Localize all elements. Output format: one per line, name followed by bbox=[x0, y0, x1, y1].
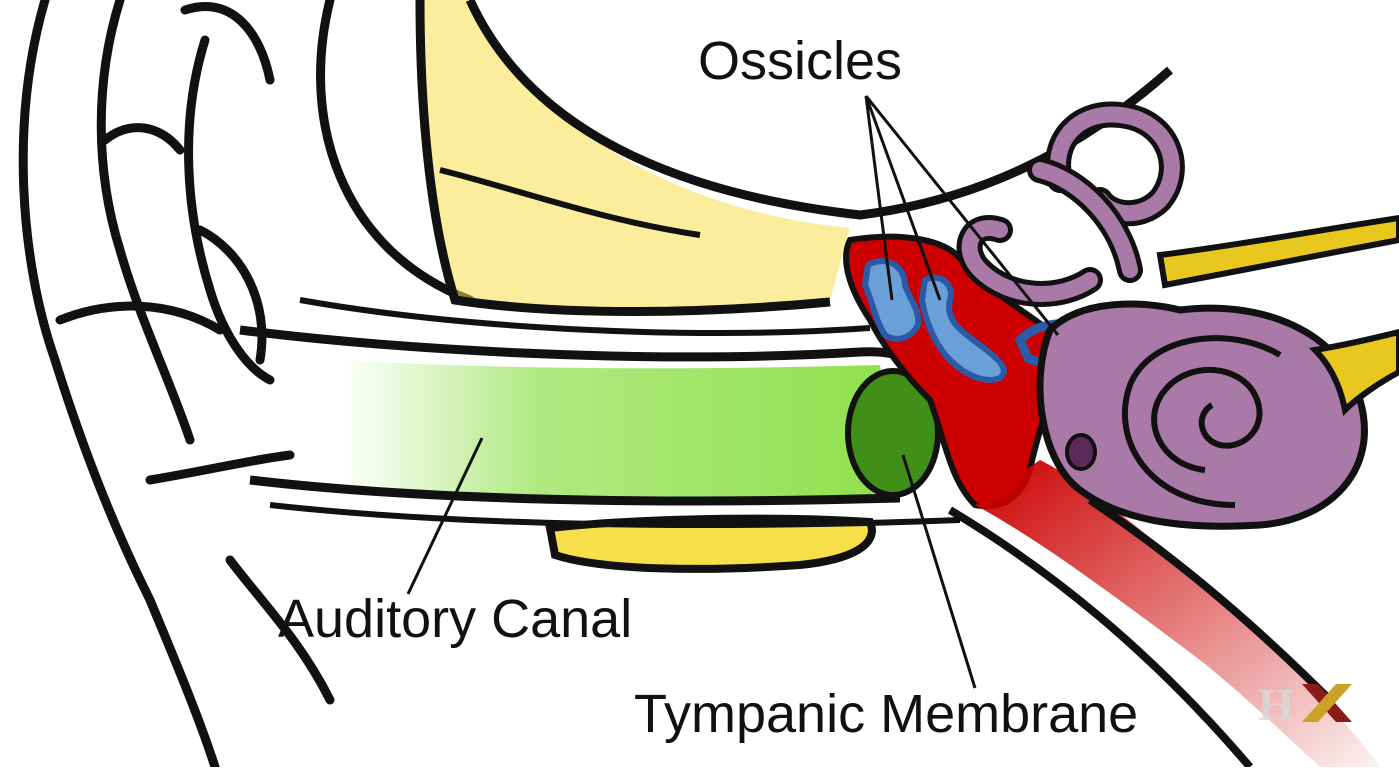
tympanic-membrane-label: Tympanic Membrane bbox=[634, 684, 1139, 744]
ossicles-leader-incus bbox=[864, 95, 942, 301]
svg-text:H: H bbox=[1258, 680, 1294, 726]
upper-temporal-bone-outline bbox=[415, 0, 831, 316]
auditory-canal-label: Auditory Canal bbox=[278, 589, 633, 649]
auditory-canal-leader bbox=[406, 437, 484, 595]
tympanic-membrane-leader bbox=[901, 454, 977, 689]
incus bbox=[918, 274, 1007, 383]
eustachian-tube bbox=[975, 460, 1380, 767]
vestibular-nerve bbox=[1156, 214, 1399, 289]
ossicles-leader-malleus bbox=[864, 95, 894, 301]
ossicles-label: Ossicles bbox=[698, 31, 903, 91]
ossicles-leader-stapes bbox=[864, 95, 1060, 336]
auditory-canal bbox=[340, 360, 900, 500]
pinna bbox=[18, 0, 475, 772]
cochlear-nerve bbox=[1308, 328, 1399, 417]
leader-lines bbox=[406, 95, 1060, 689]
inner-ear bbox=[956, 101, 1368, 530]
hx-watermark-logo: H bbox=[1258, 680, 1352, 726]
round-window bbox=[1065, 433, 1097, 471]
upper-temporal-bone bbox=[420, 0, 850, 308]
lower-temporal-bone bbox=[545, 514, 876, 573]
